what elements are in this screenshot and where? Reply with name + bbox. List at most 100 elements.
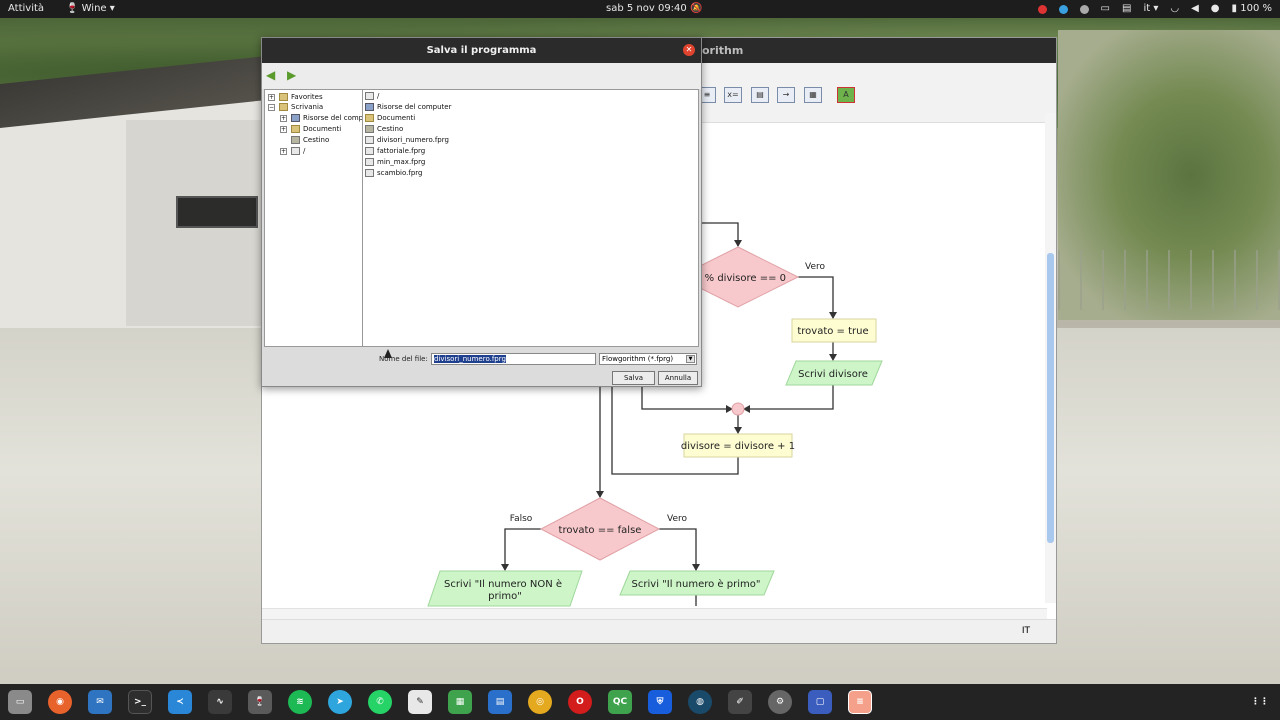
file-row-risorse[interactable]: Risorse del computer <box>365 102 451 113</box>
terminal-icon[interactable]: >_ <box>128 690 152 714</box>
top-bar: Attività 🍷 Wine ▾ sab 5 nov 09:40 🔕 ▭ ▤ … <box>0 0 1280 18</box>
wifi-icon[interactable]: ◡ <box>1170 3 1180 14</box>
tree-node-root[interactable]: +/ <box>280 146 305 156</box>
telegram-icon[interactable]: ➤ <box>328 690 352 714</box>
assign-shape-2[interactable] <box>683 433 793 458</box>
file-row-divisori[interactable]: divisori_numero.fprg <box>365 135 449 146</box>
merge-point <box>731 402 745 416</box>
mail-tray-icon[interactable]: ▭ <box>1100 3 1110 14</box>
calc-icon[interactable]: ▦ <box>448 690 472 714</box>
file-list[interactable]: / Risorse del computer Documenti Cestino… <box>363 89 699 347</box>
file-icon <box>365 147 374 155</box>
tree-node-documenti[interactable]: +Documenti <box>280 124 341 134</box>
qownnotes-icon[interactable]: QC <box>608 690 632 714</box>
settings-icon[interactable]: ⚙ <box>768 690 792 714</box>
system-monitor-icon[interactable]: ∿ <box>208 690 232 714</box>
clipboard-icon[interactable]: ▤ <box>1122 3 1132 14</box>
dialog-title[interactable]: Salva il programma <box>262 38 701 63</box>
apps-grid-icon[interactable]: ⋮⋮ <box>1251 697 1269 707</box>
file-icon <box>365 169 374 177</box>
connector-vero-2 <box>659 528 697 570</box>
vscode-icon[interactable]: ≺ <box>168 690 192 714</box>
expand-icon[interactable]: + <box>268 93 275 101</box>
volume-icon[interactable]: ◀ <box>1191 3 1199 14</box>
toolbar-button-4[interactable]: → <box>777 87 795 103</box>
keyboard-layout[interactable]: it ▾ <box>1143 3 1159 14</box>
toolbar-button-3[interactable]: ▤ <box>751 87 769 103</box>
file-row-fattoriale[interactable]: fattoriale.fprg <box>365 146 425 157</box>
file-row-documenti[interactable]: Documenti <box>365 113 415 124</box>
output-shape-false[interactable] <box>427 570 583 607</box>
vertical-scrollbar[interactable] <box>1045 113 1056 603</box>
tree-node-favorites[interactable]: +Favorites <box>268 92 323 102</box>
file-row-scambio[interactable]: scambio.fprg <box>365 168 422 179</box>
writer-icon[interactable]: ▤ <box>488 690 512 714</box>
app-menu-wine[interactable]: 🍷 Wine ▾ <box>66 3 115 14</box>
telegram-tray-icon[interactable] <box>1058 4 1068 14</box>
whatsapp-tray-icon[interactable] <box>1079 4 1089 14</box>
file-label: Risorse del computer <box>377 103 452 111</box>
globe-icon[interactable]: ◍ <box>688 690 712 714</box>
output-shape-true[interactable] <box>619 570 775 596</box>
computer-icon <box>365 103 374 111</box>
output-true-text: Scrivi "Il numero è primo" <box>632 578 761 590</box>
tree-node-cestino[interactable]: Cestino <box>291 135 329 145</box>
file-row-cestino[interactable]: Cestino <box>365 124 403 135</box>
filename-label: Nome del file: <box>379 355 428 363</box>
chrome-icon[interactable]: ◎ <box>528 690 552 714</box>
screenshot-icon[interactable]: ▢ <box>808 690 832 714</box>
horizontal-scrollbar[interactable] <box>262 608 1047 620</box>
output-1-text: Scrivi divisore <box>798 369 868 380</box>
expand-icon[interactable]: + <box>280 125 287 133</box>
cancel-button[interactable]: Annulla <box>658 371 698 385</box>
toolbar-button-5[interactable]: ▦ <box>804 87 822 103</box>
connector-false-merge <box>641 387 732 410</box>
mic-icon[interactable]: ● <box>1210 3 1220 14</box>
decision-shape-2[interactable] <box>539 497 661 561</box>
arrowhead-6 <box>734 427 742 434</box>
save-button[interactable]: Salva <box>612 371 655 385</box>
filename-input[interactable]: divisori_numero.fprg <box>431 353 596 365</box>
wine-icon[interactable]: 🍷 <box>248 690 272 714</box>
expand-icon[interactable]: + <box>280 114 287 122</box>
opera-icon[interactable]: O <box>568 690 592 714</box>
toolbar-assign-button[interactable]: x= <box>724 87 742 103</box>
whatsapp-icon[interactable]: ✆ <box>368 690 392 714</box>
back-arrow-icon[interactable]: ◀ <box>266 68 276 82</box>
firefox-icon[interactable]: ◉ <box>48 690 72 714</box>
connector-output-merge <box>744 385 834 410</box>
folder-icon <box>365 114 374 122</box>
tree-node-scrivania[interactable]: −Scrivania <box>268 102 323 112</box>
thunderbird-icon[interactable]: ✉ <box>88 690 112 714</box>
spotify-icon[interactable]: ≋ <box>288 690 312 714</box>
forward-arrow-icon[interactable]: ▶ <box>287 68 297 82</box>
assign-shape-1[interactable] <box>791 318 877 343</box>
file-row-minmax[interactable]: min_max.fprg <box>365 157 425 168</box>
tree-node-risorse[interactable]: +Risorse del comput <box>280 113 362 123</box>
chevron-down-icon[interactable]: ▼ <box>686 355 695 363</box>
output-shape-1[interactable] <box>785 360 883 386</box>
file-label: / <box>377 92 380 100</box>
stack-icon[interactable]: ≡ <box>848 690 872 714</box>
activities-button[interactable]: Attività <box>8 3 45 14</box>
filetype-value: Flowgorithm (*.fprg) <box>602 355 674 363</box>
trash-icon <box>365 125 374 133</box>
record-icon[interactable] <box>1037 4 1047 14</box>
files-icon[interactable]: ▭ <box>8 690 32 714</box>
save-dialog: Salva il programma ✕ ◀ ▶ +Favorites −Scr… <box>261 37 702 387</box>
clock[interactable]: sab 5 nov 09:40 🔕 <box>606 0 702 18</box>
text-editor-icon[interactable]: ✎ <box>408 690 432 714</box>
close-icon[interactable]: ✕ <box>683 44 695 56</box>
battery-indicator[interactable]: ▮ 100 % <box>1231 3 1272 14</box>
bitwarden-icon[interactable]: ⛨ <box>648 690 672 714</box>
toolbar-button-6[interactable]: A <box>837 87 855 103</box>
status-lang: IT <box>1021 626 1030 636</box>
vertical-scroll-thumb[interactable] <box>1047 253 1054 543</box>
file-icon <box>365 136 374 144</box>
file-row-root[interactable]: / <box>365 91 379 102</box>
collapse-icon[interactable]: − <box>268 103 275 111</box>
expand-icon[interactable]: + <box>280 147 287 155</box>
filetype-select[interactable]: Flowgorithm (*.fprg) ▼ <box>599 353 697 365</box>
notes-icon[interactable]: ✐ <box>728 690 752 714</box>
folder-icon <box>279 93 288 101</box>
